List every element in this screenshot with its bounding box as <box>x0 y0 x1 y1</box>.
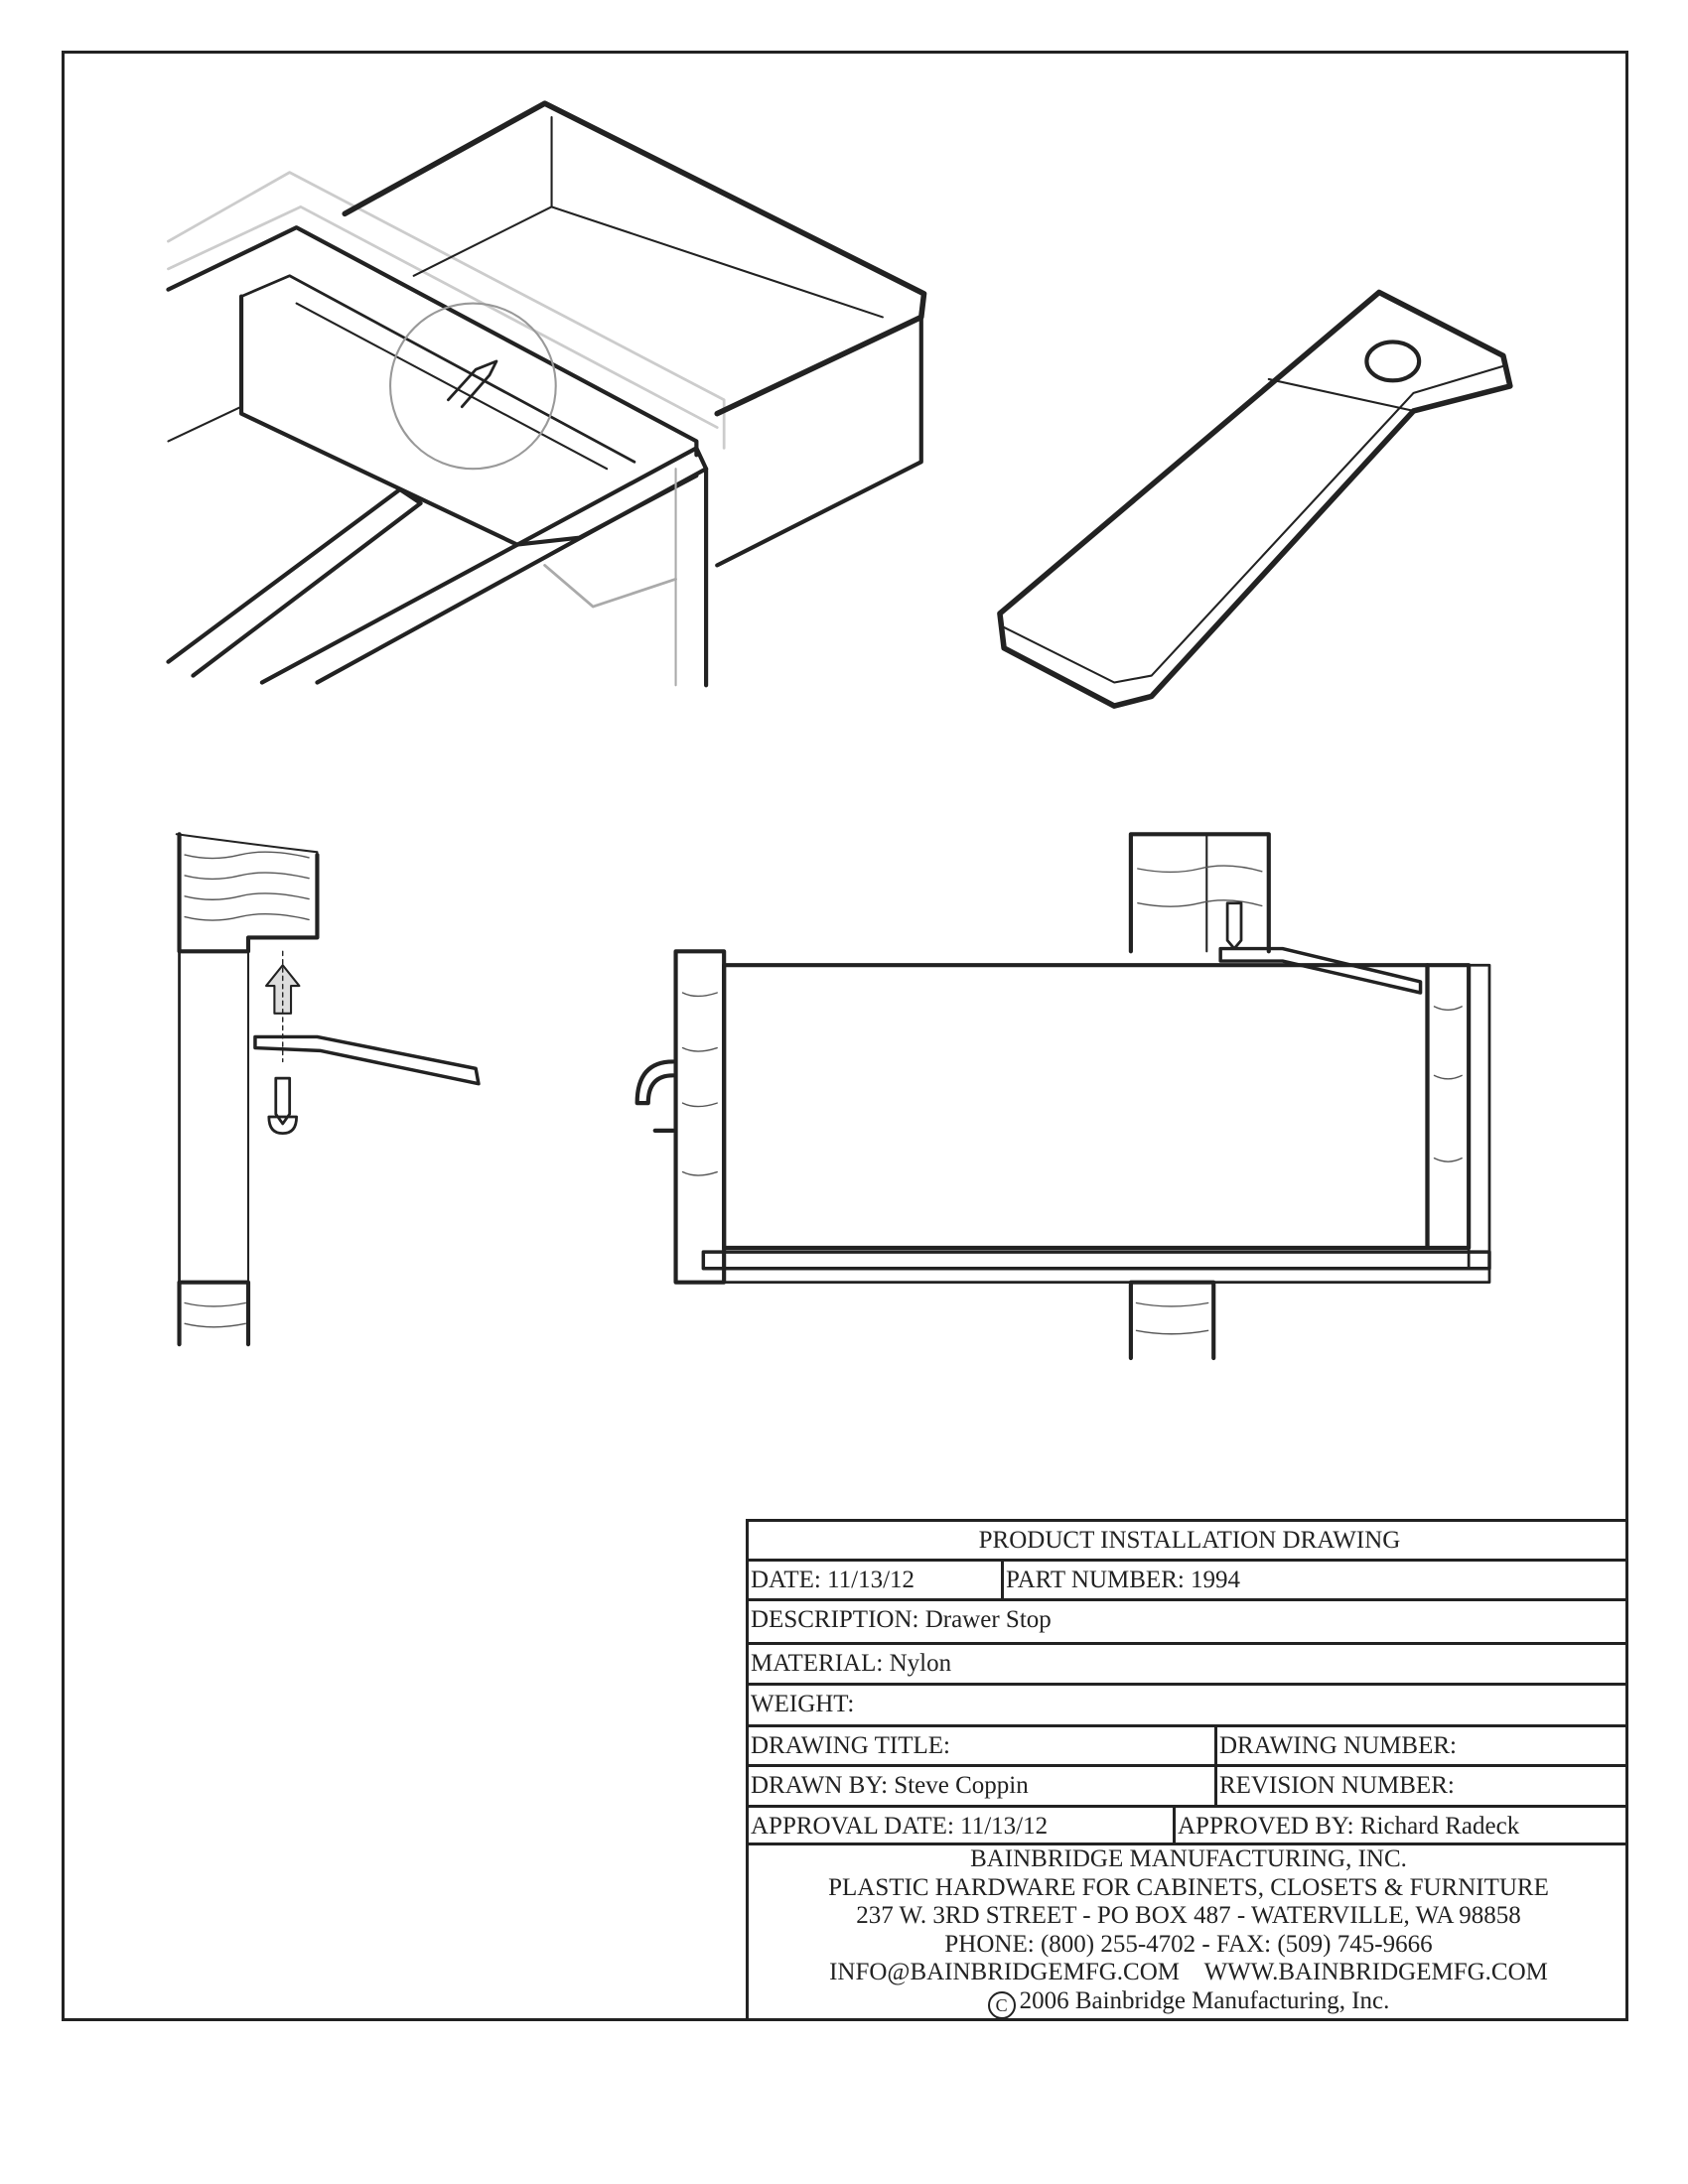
drawer-section-view <box>634 832 1491 1361</box>
title-row: PRODUCT INSTALLATION DRAWING <box>749 1522 1628 1562</box>
company-web: INFO@BAINBRIDGEMFG.COM WWW.BAINBRIDGEMFG… <box>749 1959 1628 1987</box>
drawer-stop-part-view <box>997 289 1513 709</box>
side-section-view <box>175 832 481 1347</box>
description-row: DESCRIPTION: Drawer Stop <box>749 1601 1628 1645</box>
copyright-icon: C <box>987 1990 1016 2019</box>
drawn-by-row: DRAWN BY: Steve Coppin REVISION NUMBER: <box>749 1767 1628 1808</box>
revision-number-field: REVISION NUMBER: <box>1219 1772 1455 1799</box>
drawn-by-field: DRAWN BY: Steve Coppin <box>749 1767 1217 1805</box>
drawing-number-field: DRAWING NUMBER: <box>1219 1732 1457 1759</box>
copyright-text: 2006 Bainbridge Manufacturing, Inc. <box>1019 1986 1390 2014</box>
drawing-title-row: DRAWING TITLE: DRAWING NUMBER: <box>749 1727 1628 1767</box>
drawing-title-field: DRAWING TITLE: <box>749 1727 1217 1764</box>
material-row: MATERIAL: Nylon <box>749 1645 1628 1686</box>
approved-by-field: APPROVED BY: Richard Radeck <box>1178 1813 1520 1840</box>
isometric-drawer-view <box>166 100 927 688</box>
part-number-field: PART NUMBER: 1994 <box>1006 1567 1241 1593</box>
approval-row: APPROVAL DATE: 11/13/12 APPROVED BY: Ric… <box>749 1808 1628 1845</box>
material-field: MATERIAL: Nylon <box>751 1650 952 1677</box>
company-email[interactable]: INFO@BAINBRIDGEMFG.COM <box>829 1959 1181 1985</box>
company-phone-fax: PHONE: (800) 255-4702 - FAX: (509) 745-9… <box>944 1930 1433 1958</box>
drawing-frame <box>62 51 1628 2021</box>
title-block: PRODUCT INSTALLATION DRAWING DATE: 11/13… <box>746 1519 1628 2021</box>
company-tagline: PLASTIC HARDWARE FOR CABINETS, CLOSETS &… <box>828 1873 1549 1901</box>
approval-date-field: APPROVAL DATE: 11/13/12 <box>749 1808 1176 1843</box>
company-website[interactable]: WWW.BAINBRIDGEMFG.COM <box>1203 1959 1548 1985</box>
description-field: DESCRIPTION: Drawer Stop <box>751 1606 1052 1633</box>
company-address: 237 W. 3RD STREET - PO BOX 487 - WATERVI… <box>856 1902 1521 1929</box>
date-field: DATE: 11/13/12 <box>749 1562 1004 1598</box>
weight-row: WEIGHT: <box>749 1686 1628 1727</box>
weight-field: WEIGHT: <box>751 1691 855 1717</box>
company-name: BAINBRIDGE MANUFACTURING, INC. <box>970 1845 1407 1872</box>
company-info: BAINBRIDGE MANUFACTURING, INC. PLASTIC H… <box>749 1845 1628 2019</box>
title-heading: PRODUCT INSTALLATION DRAWING <box>978 1527 1401 1554</box>
date-part-row: DATE: 11/13/12 PART NUMBER: 1994 <box>749 1562 1628 1601</box>
